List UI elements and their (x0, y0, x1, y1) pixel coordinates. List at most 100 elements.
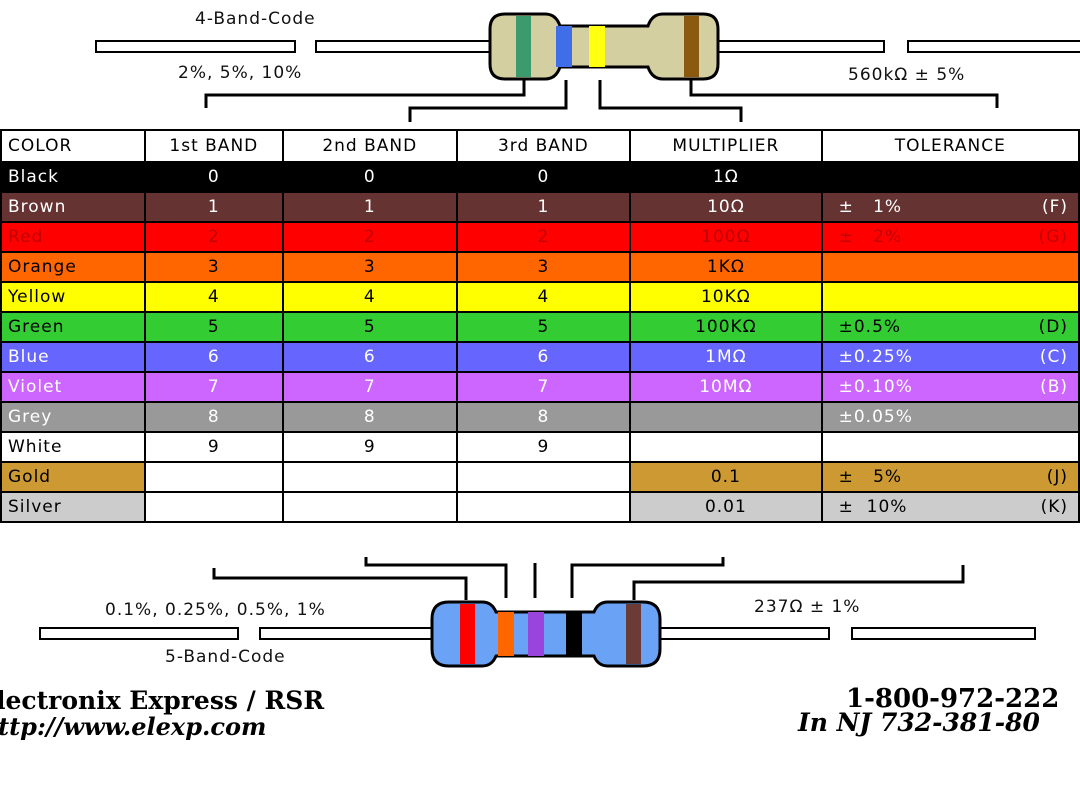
cell-1st-band: 8 (143, 401, 284, 433)
company-website: ttp://www.elexp.com (0, 712, 267, 741)
lead-bar (907, 40, 1080, 53)
header-1st-band: 1st BAND (143, 129, 284, 163)
header-3rd-band: 3rd BAND (455, 129, 632, 163)
cell-multiplier: 0.1 (629, 461, 823, 493)
five-band-resistor-body (430, 600, 662, 668)
header-tolerance: TOLERANCE (820, 129, 1080, 163)
cell-1st-band: 9 (143, 431, 284, 463)
tolerance-value: ± 5% (838, 467, 903, 487)
cell-color-name: Grey (0, 401, 146, 433)
tolerance-letter-code: (B) (1040, 377, 1068, 397)
cell-3rd-band: 9 (455, 431, 632, 463)
connector-line (632, 565, 965, 600)
cell-multiplier: 1KΩ (629, 251, 823, 283)
cell-multiplier (629, 431, 823, 463)
cell-1st-band (143, 461, 284, 493)
five-band-tolerance-list: 0.1%, 0.25%, 0.5%, 1% (105, 600, 326, 620)
cell-color-name: Blue (0, 341, 146, 373)
cell-multiplier: 100Ω (629, 221, 823, 253)
cell-3rd-band: 0 (455, 161, 632, 193)
cell-3rd-band: 7 (455, 371, 632, 403)
toll-free-phone: 1-800-972-222 (846, 684, 1060, 714)
nj-phone: In NJ 732-381-80 (798, 708, 1040, 737)
cell-multiplier: 10Ω (629, 191, 823, 223)
cell-tolerance: ±0.5%(D) (820, 311, 1080, 343)
tolerance-value: ± 1% (838, 197, 903, 217)
cell-tolerance: ± 1%(F) (820, 191, 1080, 223)
cell-color-name: Violet (0, 371, 146, 403)
cell-multiplier: 100KΩ (629, 311, 823, 343)
cell-tolerance: ± 10%(K) (820, 491, 1080, 523)
tolerance-value: ±0.05% (838, 407, 913, 427)
connector-line (570, 557, 725, 598)
band-brown (684, 16, 699, 77)
cell-color-name: White (0, 431, 146, 463)
lead-bar (259, 627, 437, 640)
four-band-tolerance-list: 2%, 5%, 10% (178, 63, 303, 83)
band-orange (498, 612, 514, 656)
band-yellow (589, 26, 605, 67)
cell-tolerance (820, 431, 1080, 463)
cell-3rd-band (455, 461, 632, 493)
cell-2nd-band: 5 (281, 311, 458, 343)
cell-2nd-band: 6 (281, 341, 458, 373)
tolerance-letter-code: (C) (1039, 347, 1068, 367)
cell-2nd-band: 0 (281, 161, 458, 193)
four-band-example-value: 560kΩ ± 5% (848, 65, 966, 85)
cell-tolerance: ± 2%(G) (820, 221, 1080, 253)
cell-3rd-band: 2 (455, 221, 632, 253)
cell-multiplier (629, 401, 823, 433)
cell-1st-band: 1 (143, 191, 284, 223)
cell-color-name: Brown (0, 191, 146, 223)
connector-line (212, 568, 468, 600)
cell-color-name: Yellow (0, 281, 146, 313)
cell-2nd-band (281, 491, 458, 523)
lead-bar (95, 40, 296, 53)
lead-bar (714, 40, 885, 53)
table-row: Gold 0.1± 5%(J) (0, 461, 1080, 493)
cell-1st-band (143, 491, 284, 523)
cell-3rd-band: 5 (455, 311, 632, 343)
cell-2nd-band: 1 (281, 191, 458, 223)
four-band-title: 4-Band-Code (195, 9, 316, 29)
tolerance-value: ± 10% (838, 497, 908, 517)
connector-line (689, 80, 999, 108)
cell-color-name: Silver (0, 491, 146, 523)
cell-1st-band: 2 (143, 221, 284, 253)
five-band-example-value: 237Ω ± 1% (754, 597, 861, 617)
cell-multiplier: 0.01 (629, 491, 823, 523)
cell-tolerance: ±0.10%(B) (820, 371, 1080, 403)
tolerance-value: ± 2% (838, 227, 903, 247)
cell-1st-band: 3 (143, 251, 284, 283)
band-green (516, 16, 531, 77)
lead-bar (39, 627, 239, 640)
connector-line (598, 80, 743, 122)
four-band-diagram (95, 12, 1080, 122)
cell-tolerance: ±0.25% (C) (820, 341, 1080, 373)
cell-tolerance: ± 5%(J) (820, 461, 1080, 493)
lead-bar (851, 627, 1036, 640)
lead-bar (315, 40, 492, 53)
tolerance-letter-code: (D) (1038, 317, 1068, 337)
tolerance-value: ±0.25% (838, 347, 913, 367)
cell-color-name: Orange (0, 251, 146, 283)
header-multiplier: MULTIPLIER (629, 129, 823, 163)
cell-multiplier: 1Ω (629, 161, 823, 193)
cell-2nd-band: 2 (281, 221, 458, 253)
cell-multiplier: 10MΩ (629, 371, 823, 403)
color-code-table: COLOR 1st BAND 2nd BAND 3rd BAND MULTIPL… (0, 129, 1080, 523)
cell-multiplier: 1MΩ (629, 341, 823, 373)
cell-2nd-band: 4 (281, 281, 458, 313)
cell-color-name: Gold (0, 461, 146, 493)
cell-1st-band: 6 (143, 341, 284, 373)
lead-bar (657, 627, 830, 640)
